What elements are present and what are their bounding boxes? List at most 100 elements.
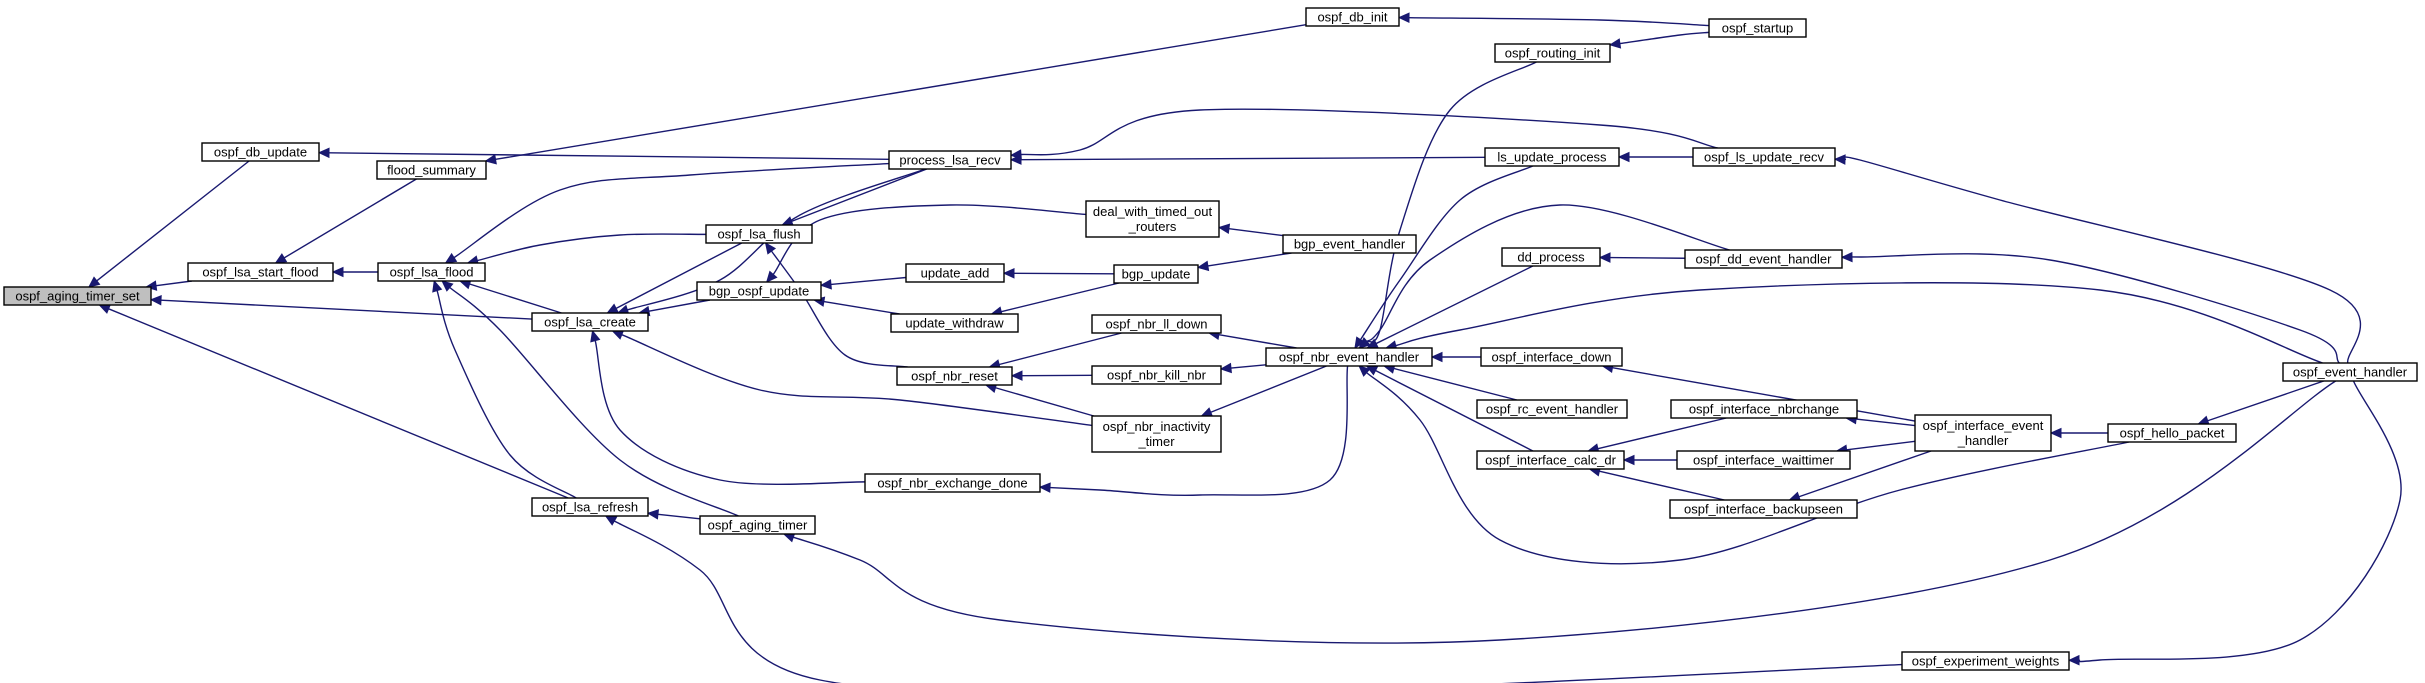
- node-box[interactable]: [531, 312, 649, 332]
- node-ospf_startup[interactable]: ospf_startup: [1708, 18, 1807, 38]
- node-label: ospf_dd_event_handler: [1696, 252, 1833, 267]
- node-ospf_dd_event_handler[interactable]: ospf_dd_event_handler: [1684, 249, 1843, 269]
- node-box[interactable]: [376, 160, 487, 180]
- edge-ospf_nbr_event_handler-to-ospf_nbr_kill_nbr: [1219, 362, 1267, 374]
- node-box[interactable]: [377, 262, 486, 282]
- node-ospf_routing_init[interactable]: ospf_routing_init: [1494, 43, 1611, 63]
- node-box[interactable]: [1914, 414, 2052, 452]
- node-label: ospf_nbr_event_handler: [1279, 350, 1420, 365]
- edge-ospf_hello_packet-to-ospf_interface_event_handler: [2049, 427, 2109, 439]
- node-box[interactable]: [905, 263, 1005, 283]
- arrowhead: [1010, 370, 1023, 381]
- node-deal_with_timed_out_routers[interactable]: deal_with_timed_out_routers: [1085, 200, 1220, 238]
- node-ospf_lsa_refresh[interactable]: ospf_lsa_refresh: [531, 497, 649, 517]
- node-box[interactable]: [1282, 234, 1417, 254]
- node-box[interactable]: [2282, 362, 2418, 382]
- node-label: ospf_aging_timer: [708, 518, 808, 533]
- node-ospf_hello_packet[interactable]: ospf_hello_packet: [2107, 423, 2237, 443]
- node-box[interactable]: [1476, 450, 1625, 470]
- node-ospf_nbr_inactivity_timer[interactable]: ospf_nbr_inactivity_timer: [1091, 415, 1222, 453]
- node-bgp_event_handler[interactable]: bgp_event_handler: [1282, 234, 1417, 254]
- node-ospf_nbr_reset[interactable]: ospf_nbr_reset: [896, 366, 1013, 386]
- node-box[interactable]: [1670, 399, 1858, 419]
- node-box[interactable]: [1901, 651, 2070, 671]
- node-ospf_aging_timer_set[interactable]: ospf_aging_timer_set: [3, 286, 152, 306]
- node-flood_summary[interactable]: flood_summary: [376, 160, 487, 180]
- node-ospf_ls_update_recv[interactable]: ospf_ls_update_recv: [1692, 147, 1836, 167]
- node-box[interactable]: [3, 286, 152, 306]
- node-bgp_ospf_update[interactable]: bgp_ospf_update: [696, 281, 822, 301]
- edge-ospf_nbr_reset-to-ospf_lsa_flush: [764, 242, 908, 368]
- node-box[interactable]: [864, 473, 1041, 493]
- node-ospf_db_init[interactable]: ospf_db_init: [1305, 7, 1400, 27]
- node-box[interactable]: [696, 281, 822, 301]
- edge-line: [1020, 156, 1486, 161]
- node-bgp_update[interactable]: bgp_update: [1113, 264, 1199, 284]
- node-ospf_db_update[interactable]: ospf_db_update: [201, 142, 320, 162]
- node-box[interactable]: [1091, 415, 1222, 453]
- node-box[interactable]: [1091, 365, 1222, 385]
- node-box[interactable]: [1265, 347, 1433, 367]
- node-label: ospf_lsa_flood: [390, 265, 474, 280]
- node-ospf_interface_nbrchange[interactable]: ospf_interface_nbrchange: [1670, 399, 1858, 419]
- node-process_lsa_recv[interactable]: process_lsa_recv: [888, 150, 1012, 170]
- edge-ospf_ls_update_recv-to-ls_update_process: [1617, 151, 1693, 163]
- node-update_add[interactable]: update_add: [905, 263, 1005, 283]
- node-box[interactable]: [2107, 423, 2237, 443]
- node-ospf_nbr_event_handler[interactable]: ospf_nbr_event_handler: [1265, 347, 1433, 367]
- node-box[interactable]: [1305, 7, 1400, 27]
- arrowhead: [87, 276, 101, 288]
- node-ospf_interface_down[interactable]: ospf_interface_down: [1480, 347, 1623, 367]
- node-ospf_nbr_ll_down[interactable]: ospf_nbr_ll_down: [1091, 314, 1222, 334]
- arrowhead: [1200, 407, 1214, 417]
- node-box[interactable]: [699, 515, 816, 535]
- arrowhead: [1002, 268, 1015, 279]
- edge-line: [2207, 380, 2324, 422]
- edge-ospf_hello_packet-to-ospf_nbr_event_handler: [1358, 365, 2130, 565]
- node-ospf_rc_event_handler[interactable]: ospf_rc_event_handler: [1476, 399, 1628, 419]
- node-ospf_event_handler[interactable]: ospf_event_handler: [2282, 362, 2418, 382]
- edge-line: [160, 299, 533, 320]
- node-box[interactable]: [1692, 147, 1836, 167]
- node-box[interactable]: [1091, 314, 1222, 334]
- node-box[interactable]: [890, 313, 1019, 333]
- node-box[interactable]: [1669, 499, 1858, 519]
- node-ospf_interface_calc_dr[interactable]: ospf_interface_calc_dr: [1476, 450, 1625, 470]
- node-box[interactable]: [888, 150, 1012, 170]
- edge-ls_update_process-to-process_lsa_recv: [1009, 154, 1486, 165]
- node-ospf_lsa_start_flood[interactable]: ospf_lsa_start_flood: [187, 262, 334, 282]
- node-ospf_lsa_create[interactable]: ospf_lsa_create: [531, 312, 649, 332]
- node-box[interactable]: [187, 262, 334, 282]
- node-ls_update_process[interactable]: ls_update_process: [1484, 147, 1620, 167]
- node-ospf_nbr_kill_nbr[interactable]: ospf_nbr_kill_nbr: [1091, 365, 1222, 385]
- node-update_withdraw[interactable]: update_withdraw: [890, 313, 1019, 333]
- edge-ospf_routing_init-to-ospf_nbr_event_handler: [1358, 61, 1537, 349]
- node-box[interactable]: [1708, 18, 1807, 38]
- node-box[interactable]: [531, 497, 649, 517]
- node-dd_process[interactable]: dd_process: [1501, 247, 1601, 267]
- node-box[interactable]: [1480, 347, 1623, 367]
- node-box[interactable]: [896, 366, 1013, 386]
- node-ospf_interface_event_handler[interactable]: ospf_interface_event_handler: [1914, 414, 2052, 452]
- node-ospf_nbr_exchange_done[interactable]: ospf_nbr_exchange_done: [864, 473, 1041, 493]
- node-ospf_interface_backupseen[interactable]: ospf_interface_backupseen: [1669, 499, 1858, 519]
- node-ospf_lsa_flood[interactable]: ospf_lsa_flood: [377, 262, 486, 282]
- node-ospf_aging_timer[interactable]: ospf_aging_timer: [699, 515, 816, 535]
- node-box[interactable]: [1113, 264, 1199, 284]
- node-box[interactable]: [1484, 147, 1620, 167]
- node-box[interactable]: [1501, 247, 1601, 267]
- node-ospf_interface_waittimer[interactable]: ospf_interface_waittimer: [1676, 450, 1851, 470]
- node-label: update_add: [921, 266, 990, 281]
- node-box[interactable]: [1676, 450, 1851, 470]
- node-box[interactable]: [705, 224, 813, 244]
- node-box[interactable]: [1476, 399, 1628, 419]
- edge-line: [1597, 417, 1727, 450]
- node-box[interactable]: [1085, 200, 1220, 238]
- node-box[interactable]: [1494, 43, 1611, 63]
- edge-line: [1359, 165, 1534, 341]
- node-ospf_experiment_weights[interactable]: ospf_experiment_weights: [1901, 651, 2070, 671]
- node-box[interactable]: [1684, 249, 1843, 269]
- node-box[interactable]: [201, 142, 320, 162]
- node-ospf_lsa_flush[interactable]: ospf_lsa_flush: [705, 224, 813, 244]
- edge-line: [449, 286, 739, 517]
